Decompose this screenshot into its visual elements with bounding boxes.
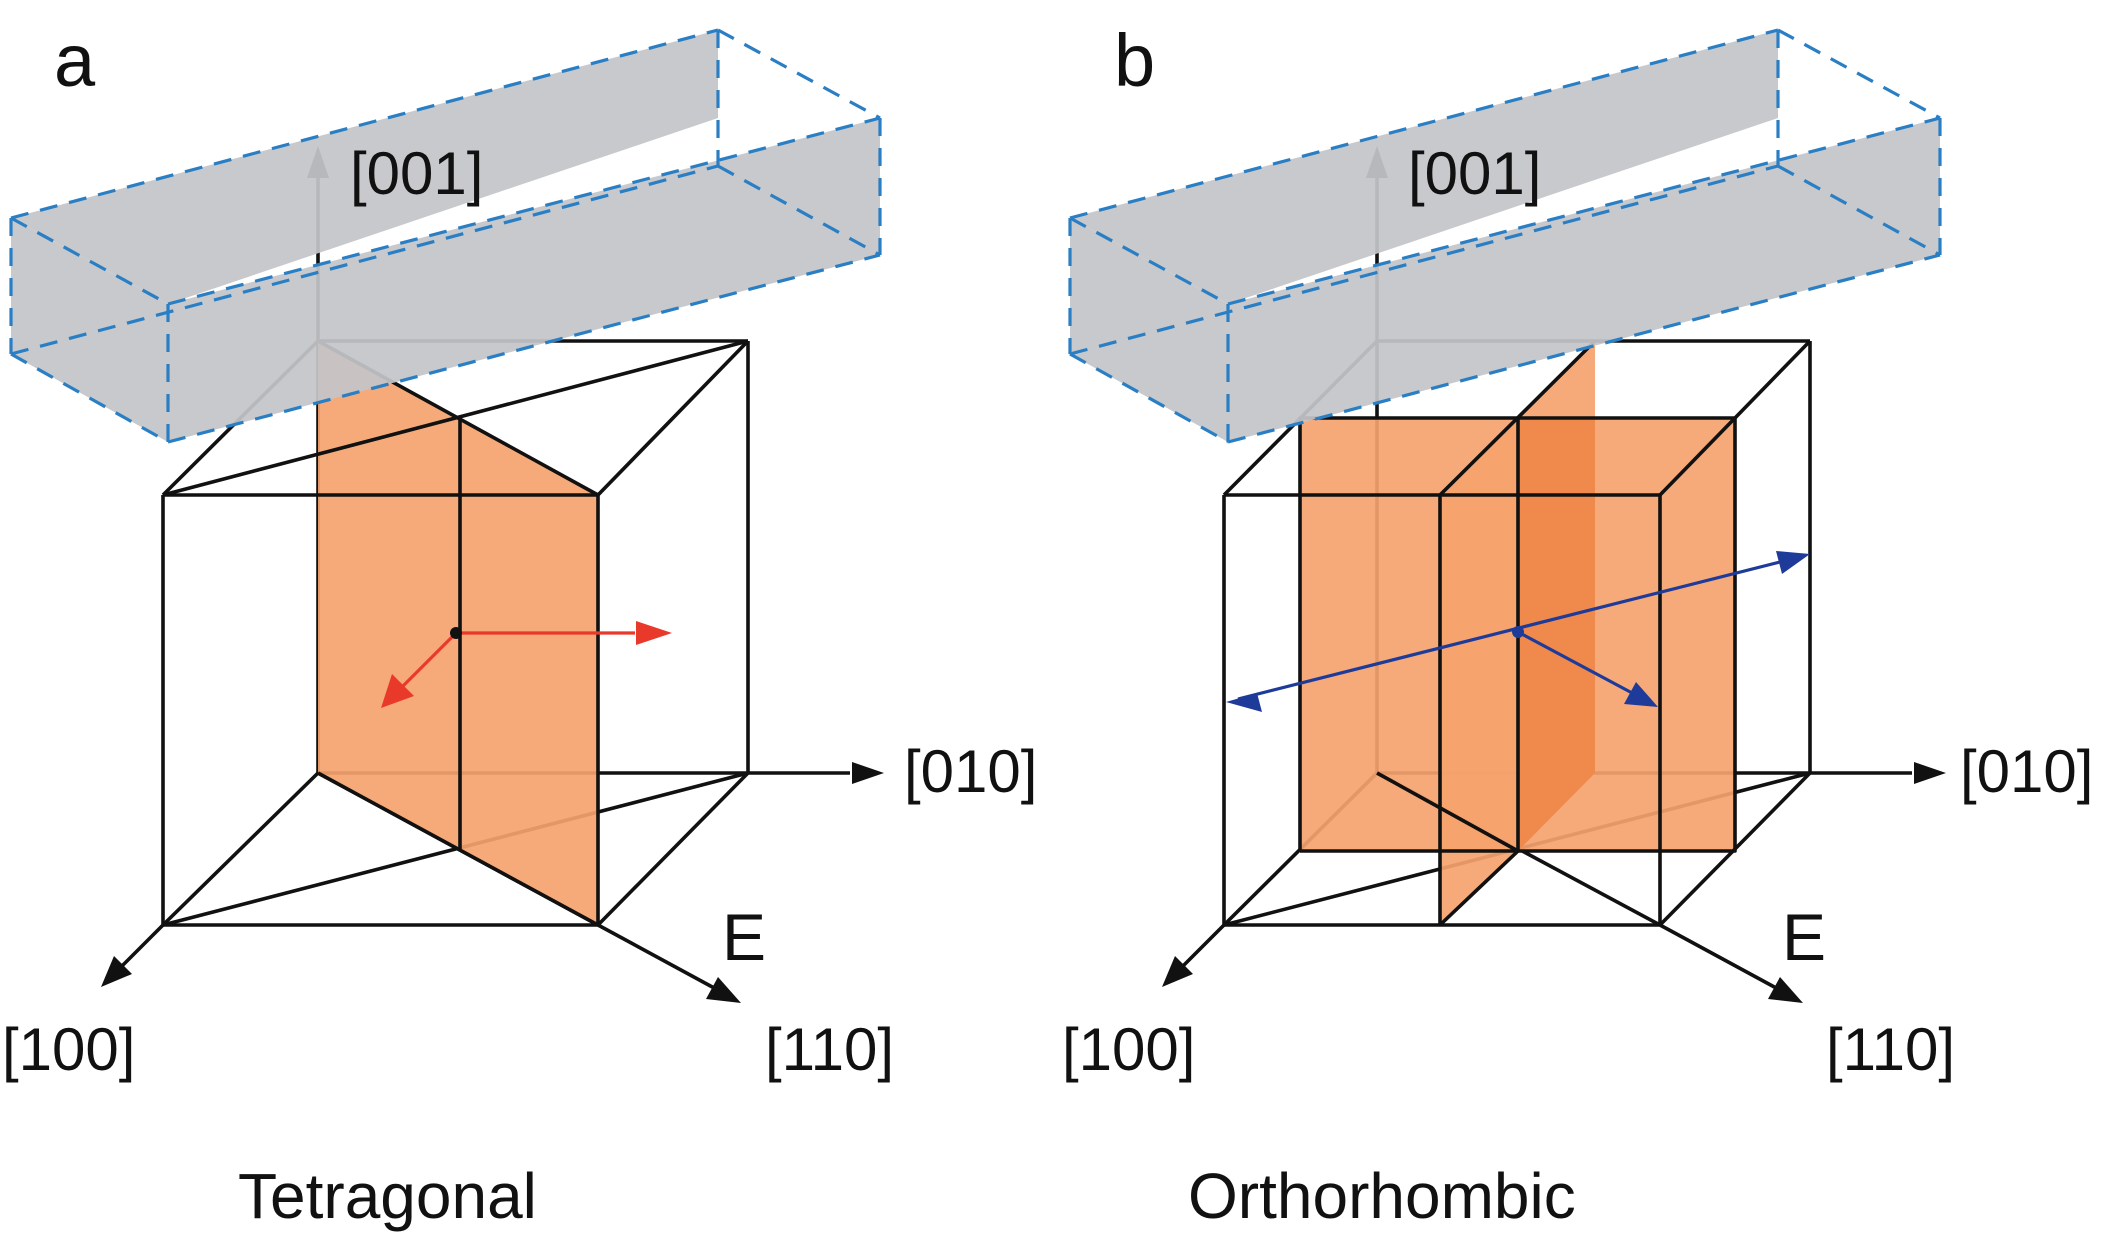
- polarization-arrowhead-right-a: [636, 621, 672, 645]
- polarization-arrowhead-downright-b: [1624, 682, 1658, 707]
- cube-edges-b: [1222, 339, 1812, 927]
- panel-b: b [001] [010] [100] [110] E Orthorhombic: [1062, 19, 2093, 1232]
- axis-label-100-b: [100]: [1062, 1016, 1195, 1083]
- y-axis-arrowhead-b: [1914, 762, 1946, 784]
- y-axis-arrowhead-a: [852, 762, 884, 784]
- field-label-a: E: [722, 900, 766, 974]
- axis-label-100-a: [100]: [2, 1016, 135, 1083]
- origin-dot-b: [1512, 626, 1524, 638]
- axis-label-001-b: [001]: [1408, 140, 1541, 207]
- axis-label-001-a: [001]: [350, 140, 483, 207]
- origin-dot-a: [450, 627, 462, 639]
- panel-letter-a: a: [54, 19, 96, 102]
- axis-label-110-a: [110]: [765, 1016, 894, 1083]
- slab-a: [9, 28, 882, 444]
- polarization-arrowhead-down-a: [381, 674, 414, 708]
- axis-label-010-a: [010]: [904, 738, 1037, 805]
- caption-b: Orthorhombic: [1188, 1160, 1576, 1232]
- polarization-arrowhead-left-b: [1226, 693, 1262, 712]
- axis-label-110-b: [110]: [1826, 1016, 1955, 1083]
- polarization-b: [1226, 551, 1810, 712]
- d-axis-arrowhead-b: [1768, 977, 1803, 1003]
- axis-label-010-b: [010]: [1960, 738, 2093, 805]
- polarization-a: [381, 621, 672, 708]
- domain-plane-b-overlap: [1518, 418, 1595, 851]
- polarization-arrowhead-upright-b: [1776, 551, 1810, 574]
- x-axis-arrowhead-b: [1162, 956, 1193, 987]
- field-label-b: E: [1782, 900, 1826, 974]
- slab-b: [1068, 28, 1942, 444]
- caption-a: Tetragonal: [238, 1160, 537, 1232]
- panel-a: a [001] [010] [100] [110] E Tetragonal: [2, 19, 1037, 1232]
- d-axis-arrowhead-a: [706, 977, 741, 1003]
- panel-letter-b: b: [1114, 19, 1155, 102]
- x-axis-arrowhead-a: [101, 956, 132, 987]
